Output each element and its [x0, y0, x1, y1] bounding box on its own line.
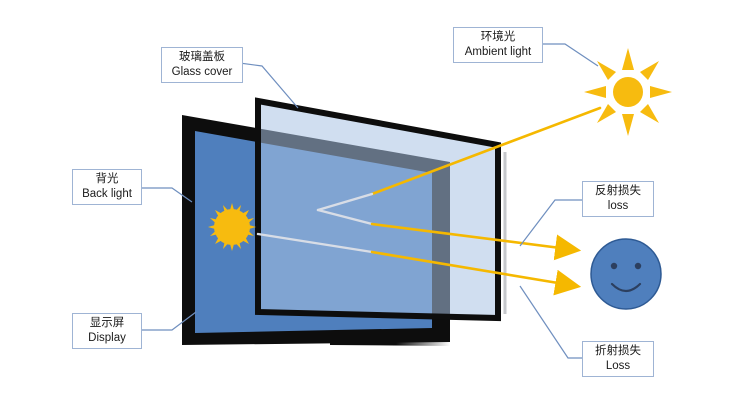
glass-cover	[255, 97, 507, 322]
ambient-light-label-zh: 环境光	[480, 31, 516, 43]
display-label-en: Display	[88, 332, 126, 344]
refraction-loss-label-en: Loss	[605, 360, 631, 372]
leader-reflection-loss	[519, 199, 583, 247]
backlight-ray-out	[370, 250, 582, 296]
leader-refraction-loss	[519, 285, 583, 359]
backlight-ray-in-glass	[256, 232, 374, 254]
refraction-loss-label-zh: 折射损失	[595, 345, 641, 357]
leader-back-light	[140, 187, 193, 203]
display-label-zh: 显示屏	[89, 317, 125, 329]
ambient-light-callout: 环境光 Ambient light	[453, 27, 543, 63]
leader-display	[140, 311, 197, 331]
glass-cover-label-en: Glass cover	[171, 66, 233, 78]
ambient-ray-out-glass	[316, 208, 374, 226]
reflection-loss-label-en: loss	[607, 200, 629, 212]
glass-cover-label-zh: 玻璃盖板	[179, 51, 225, 63]
ambient-light-label-en: Ambient light	[464, 46, 532, 58]
glass-cover-callout: 玻璃盖板 Glass cover	[161, 47, 243, 83]
display-callout: 显示屏 Display	[72, 313, 142, 349]
back-light-callout: 背光 Back light	[72, 169, 142, 205]
back-light-label-zh: 背光	[95, 173, 119, 185]
sun-icon	[584, 48, 672, 136]
smiley-face-icon	[590, 238, 662, 310]
ambient-ray-in	[370, 106, 602, 196]
ambient-ray-in-glass	[316, 192, 374, 212]
back-light-label-en: Back light	[82, 188, 132, 200]
refraction-loss-callout: 折射损失 Loss	[582, 341, 654, 377]
glass-cover-frame	[255, 97, 501, 322]
reflection-loss-callout: 反射损失 loss	[582, 181, 654, 217]
sunburst-icon	[208, 203, 256, 251]
reflection-loss-label-zh: 反射损失	[595, 185, 641, 197]
light-rays	[256, 106, 602, 296]
glass-cover-tint	[258, 101, 498, 318]
reflection-ray	[370, 222, 582, 261]
